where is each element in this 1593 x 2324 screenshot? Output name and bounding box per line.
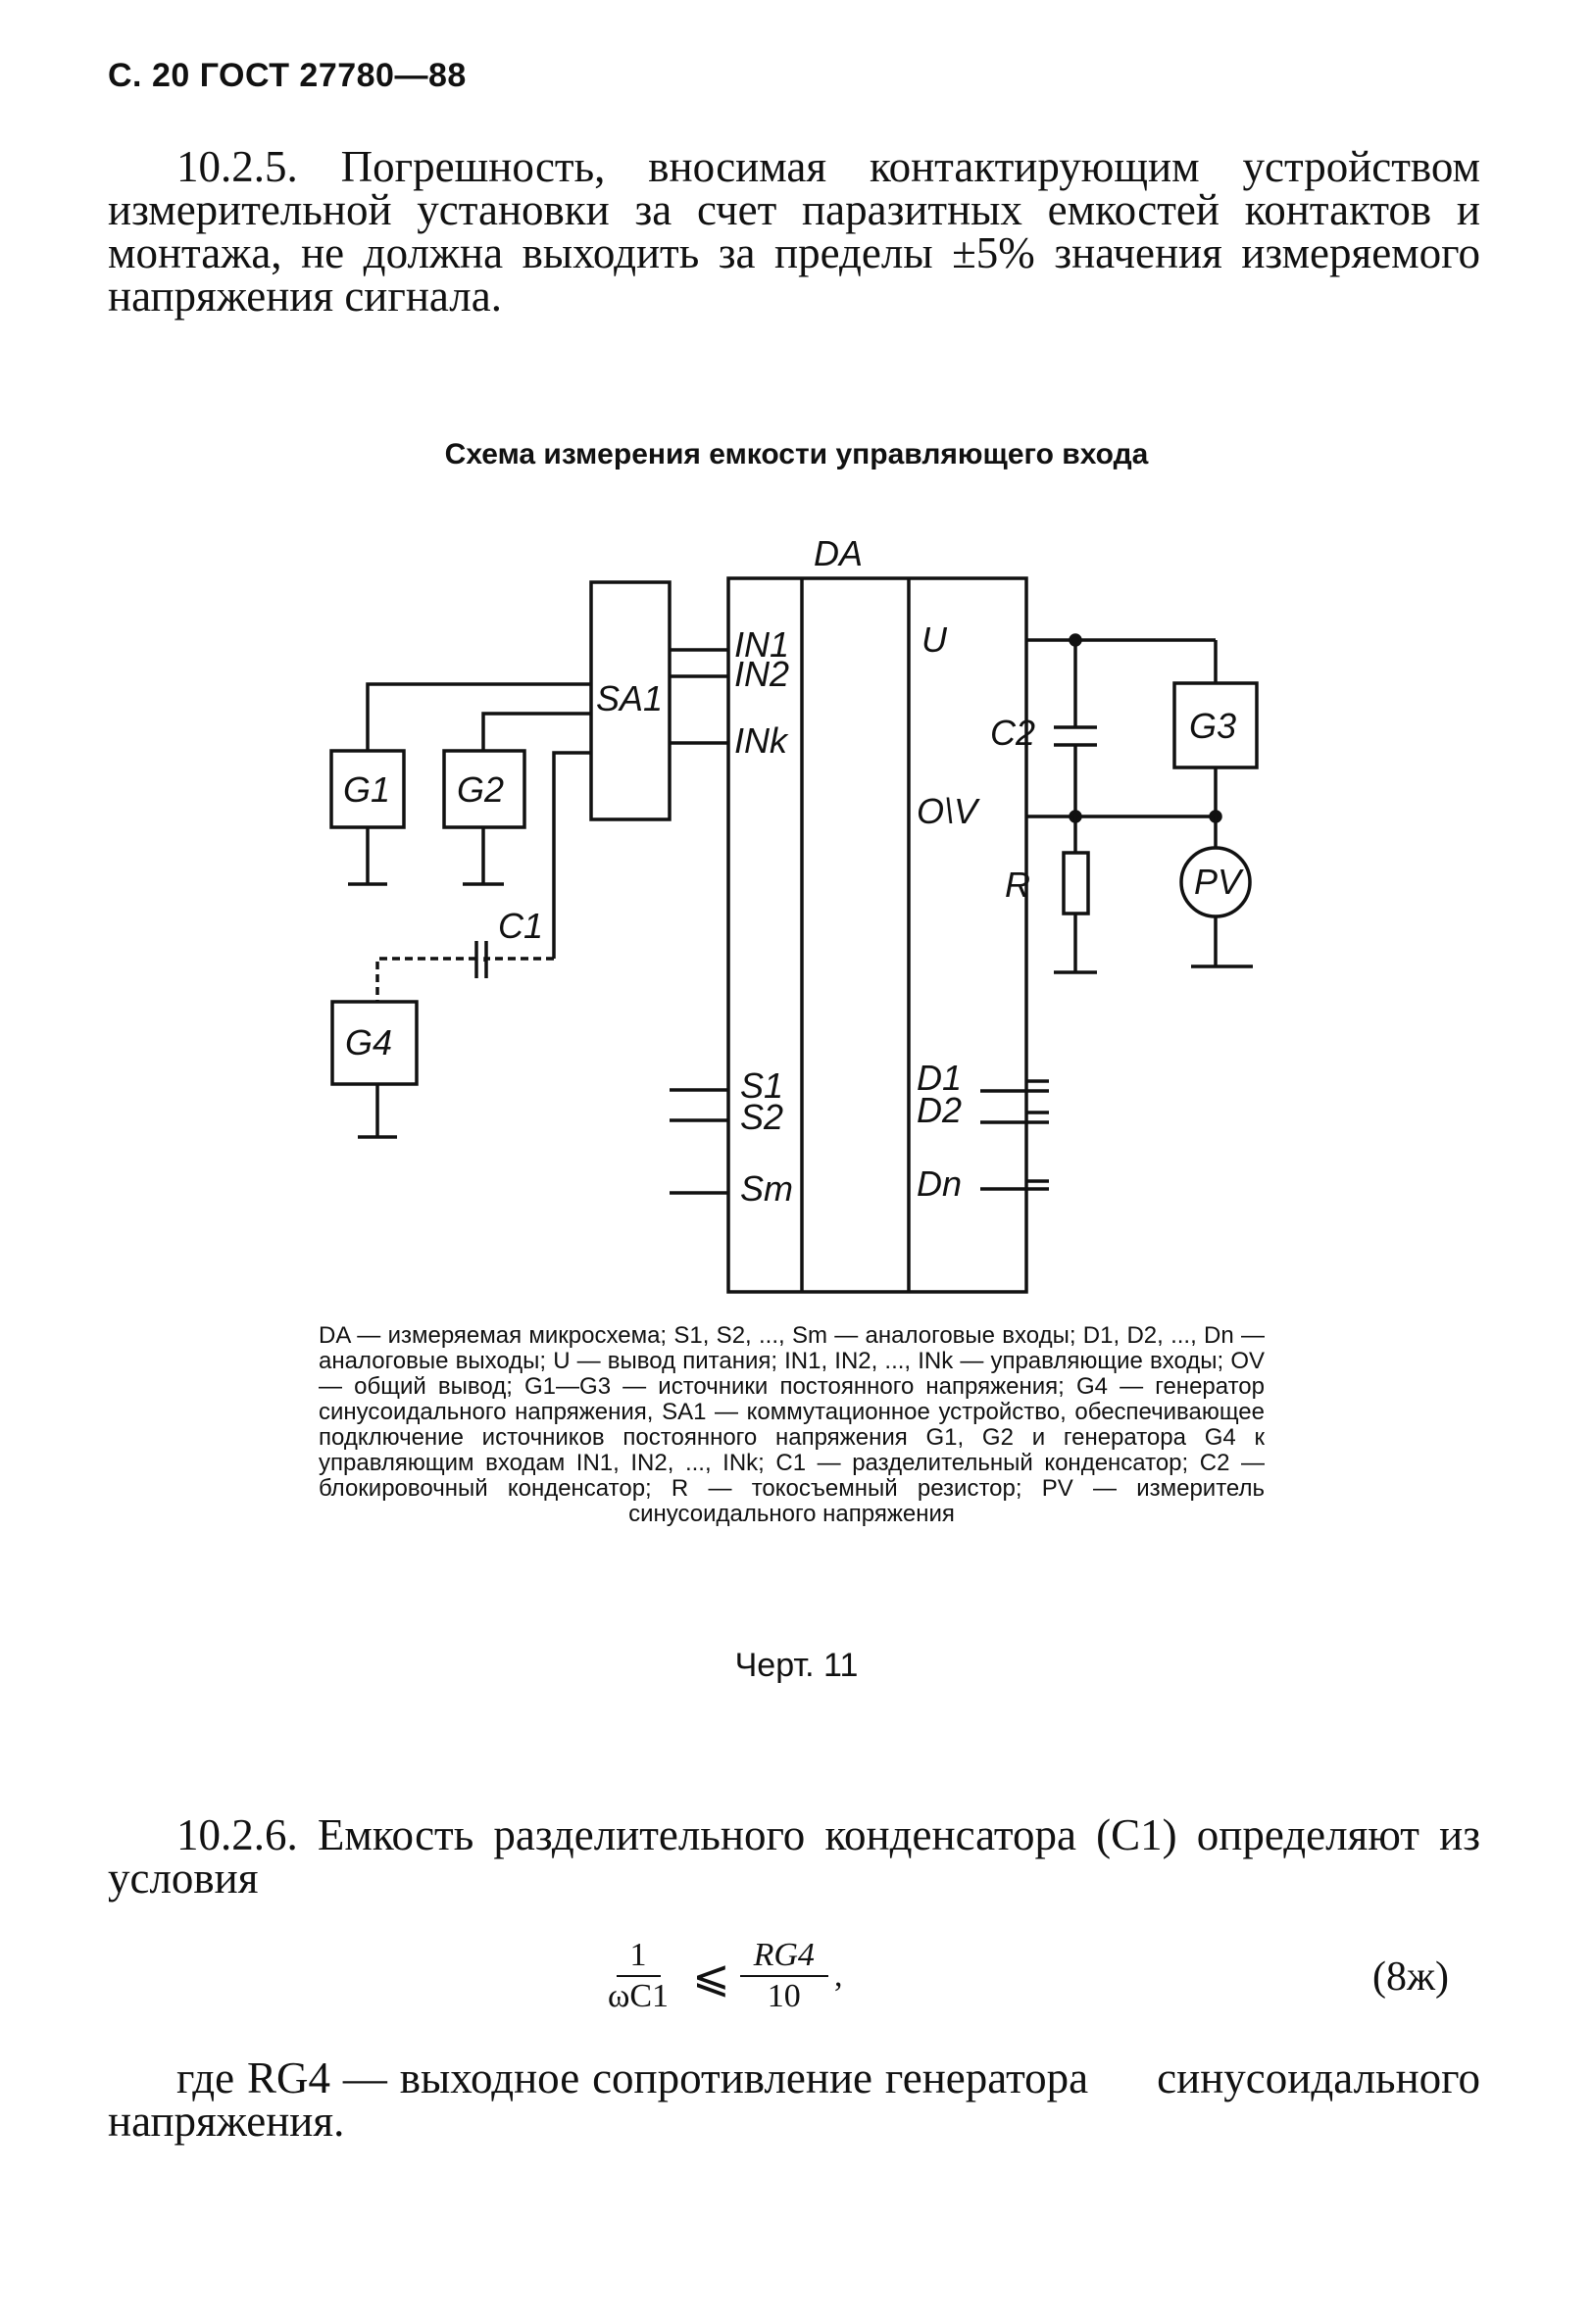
control-wires [366,648,728,959]
c2-capacitor [1054,725,1097,747]
pv-meter [1179,816,1253,968]
da-chip [726,576,1028,1294]
paragraph-rg4-definition: где RG4 — выходное сопротивление генерат… [108,2053,1480,2146]
equation-number: (8ж) [1372,1954,1449,2000]
g1-source [329,749,406,886]
g4-generator [330,1000,419,1139]
label-da: DA [814,533,863,573]
analog-io-wires [670,1079,1049,1195]
fraction-right-den: 10 [767,1978,801,2014]
label-pv: PV [1194,862,1244,902]
label-r: R [1005,865,1030,905]
paragraph-10-2-5: 10.2.5. Погрешность, вносимая контактиру… [108,142,1480,321]
figure-legend: DA — измеряемая микросхема; S1, S2, ...,… [319,1322,1265,1527]
label-c1: C1 [498,906,543,946]
label-c2: C2 [990,713,1035,753]
page-header: С. 20 ГОСТ 27780—88 [108,57,467,94]
figure-title: Схема измерения емкости управляющего вхо… [444,438,1149,470]
label-g3: G3 [1189,706,1236,746]
label-in2: IN2 [734,654,789,694]
fraction-right-num: RG4 [739,1936,828,1977]
fraction-left-num: 1 [616,1936,661,1977]
label-ov: O\V [917,791,980,831]
relation-sign: ⩽ [692,1952,730,2002]
circuit-diagram: DA SA1 IN1 IN2 INk U O\V C2 G3 R PV G1 G… [329,533,1259,1294]
fraction-right: RG4 10 [739,1936,828,2016]
formula-8zh: 1 ωC1 ⩽ RG4 10 , [588,1936,842,2016]
fraction-left-den: ωC1 [608,1978,670,2014]
label-sa1: SA1 [596,678,663,718]
label-sm: Sm [740,1168,793,1209]
label-g1: G1 [343,769,390,810]
paragraph-10-2-6: 10.2.6. Емкость разделительного конденса… [108,1810,1480,1903]
label-s2: S2 [740,1097,783,1137]
label-u: U [921,619,948,660]
fraction-left: 1 ωC1 [594,1936,682,2016]
label-g4: G4 [345,1022,392,1063]
rg4-definition-part2: синусоидального напряжения. [108,2053,1480,2146]
label-d1: D1 [917,1058,962,1098]
label-ink: INk [734,720,789,761]
label-d2: D2 [917,1090,962,1130]
formula-comma: , [833,1957,843,1994]
label-g2: G2 [457,769,504,810]
g3-source [1172,681,1259,769]
label-dn: Dn [917,1163,962,1204]
c1-capacitor [375,941,554,1002]
rg4-definition-part1: где RG4 — выходное сопротивление генерат… [176,2053,1089,2102]
figure-caption: Черт. 11 [734,1647,859,1684]
sa1-box [589,580,672,821]
r-resistor [1054,816,1097,974]
label-s1: S1 [740,1065,783,1106]
g2-source [442,749,526,886]
label-in1: IN1 [734,624,789,665]
